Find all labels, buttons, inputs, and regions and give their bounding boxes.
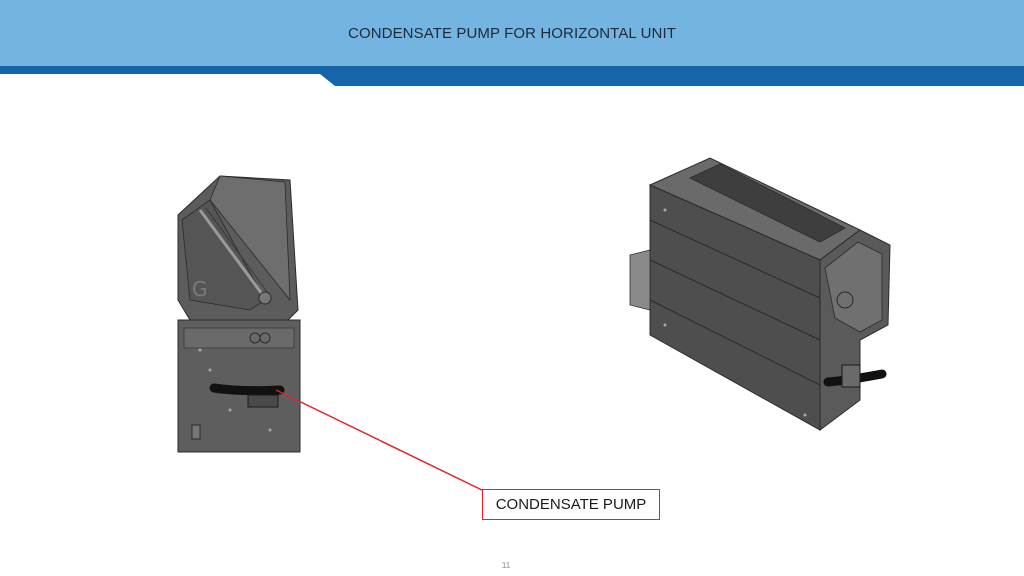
slide-title: CONDENSATE PUMP FOR HORIZONTAL UNIT: [348, 24, 676, 42]
callout-label: CONDENSATE PUMP: [495, 496, 647, 513]
page-number: 11: [501, 561, 511, 570]
header-stripe: [0, 66, 1024, 86]
unit-isometric-drawing: [629, 157, 891, 431]
svg-text:G: G: [192, 277, 208, 301]
header-band: [0, 0, 1024, 66]
unit-side-view-drawing: G: [177, 175, 301, 453]
condensate-pump-callout: CONDENSATE PUMP: [482, 489, 660, 520]
